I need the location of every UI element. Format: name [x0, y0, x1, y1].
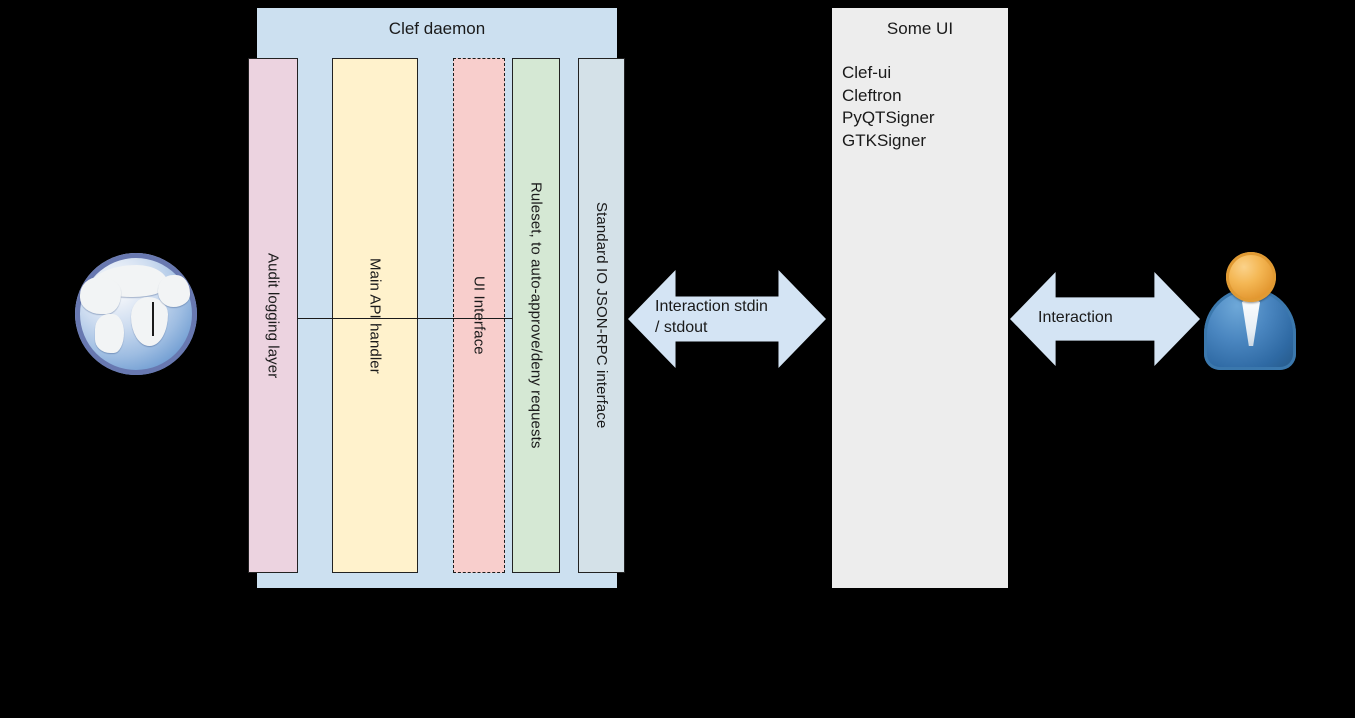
globe-landmass-south-america	[94, 314, 124, 354]
list-item: PyQTSigner	[842, 108, 935, 127]
some-ui-title: Some UI	[886, 19, 954, 38]
globe-icon	[75, 253, 197, 375]
ui-interface-box: UI Interface	[453, 58, 505, 573]
clef-daemon-title: Clef daemon	[388, 19, 486, 38]
arrow-interaction-label: Interaction	[1038, 309, 1113, 326]
globe-landmass-africa	[131, 296, 168, 346]
internal-connector-line	[298, 318, 513, 319]
stdio-jsonrpc-interface-box: Standard IO JSON-RPC interface	[578, 58, 625, 573]
main-api-handler-box: Main API handler	[332, 58, 418, 573]
audit-logging-layer-label: Audit logging layer	[264, 252, 282, 379]
ruleset-box: Ruleset, to auto-approve/deny requests	[512, 58, 560, 573]
list-item: GTKSigner	[842, 130, 927, 150]
globe-tick-mark	[151, 301, 154, 336]
list-item: Clef-ui	[842, 63, 892, 82]
clef-daemon-container	[257, 8, 617, 588]
stdio-jsonrpc-interface-label: Standard IO JSON-RPC interface	[593, 202, 610, 429]
globe-landmass-east-asia	[157, 274, 190, 307]
user-icon	[1204, 252, 1296, 370]
globe-landmass-north-america	[79, 277, 122, 314]
some-ui-list: Clef-ui Cleftron PyQTSigner GTKSigner	[842, 62, 1002, 152]
ruleset-label: Ruleset, to auto-approve/deny requests	[527, 182, 545, 449]
audit-logging-layer-box: Audit logging layer	[248, 58, 298, 573]
main-api-handler-label: Main API handler	[366, 257, 384, 374]
some-ui-panel	[832, 8, 1008, 588]
user-icon-head	[1226, 252, 1276, 302]
ui-interface-label: UI Interface	[470, 276, 488, 355]
list-item: Cleftron	[842, 85, 902, 105]
arrow-stdin-stdout-label: Interaction stdin / stdout	[655, 298, 768, 336]
